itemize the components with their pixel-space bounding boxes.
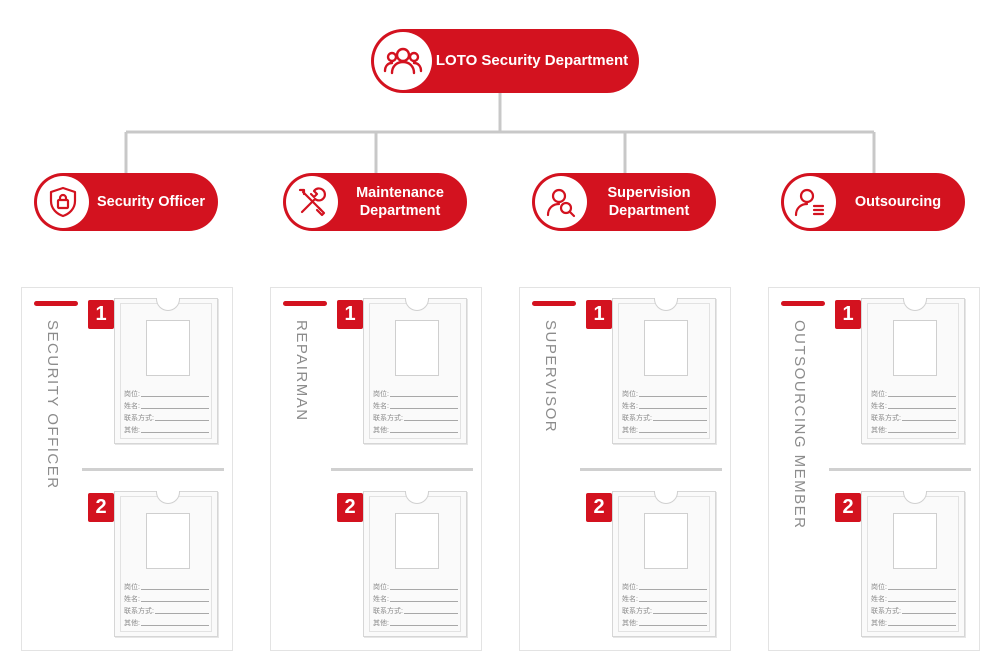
id-card: 岗位: 姓名: 联系方式: 其他: (114, 298, 218, 444)
id-field: 联系方式: (622, 604, 707, 616)
card-accent-bar (34, 301, 78, 306)
card-supervisor: SUPERVISOR 1 岗位: 姓名: 联系方式: 其他: 2 岗位: 姓名: (519, 287, 731, 651)
dept-label-line: Department (359, 203, 441, 219)
id-field: 其他: (871, 423, 956, 435)
id-field: 姓名: (124, 592, 209, 604)
id-field: 姓名: (373, 399, 458, 411)
id-field: 岗位: (622, 387, 707, 399)
id-card: 岗位: 姓名: 联系方式: 其他: (363, 298, 467, 444)
card-divider (82, 468, 224, 471)
id-field: 岗位: (871, 387, 956, 399)
slot-number: 1 (586, 300, 612, 329)
photo-placeholder (644, 320, 688, 376)
card-security-officer: SECURITY OFFICER 1 岗位: 姓名: 联系方式: 其他: 2 岗… (21, 287, 233, 651)
id-field: 岗位: (373, 387, 458, 399)
photo-placeholder (146, 513, 190, 569)
card-divider (580, 468, 722, 471)
card-role-label: SECURITY OFFICER (44, 320, 61, 490)
card-divider (829, 468, 971, 471)
id-card: 岗位: 姓名: 联系方式: 其他: (612, 298, 716, 444)
id-field: 其他: (622, 423, 707, 435)
id-field: 联系方式: (373, 411, 458, 423)
id-field: 联系方式: (373, 604, 458, 616)
wrench-screwdriver-icon (286, 176, 338, 228)
id-field: 联系方式: (124, 411, 209, 423)
dept-node-supervision: Supervision Department (532, 173, 716, 231)
id-slot: 1 岗位: 姓名: 联系方式: 其他: (835, 298, 971, 448)
id-field: 其他: (622, 616, 707, 628)
id-card: 岗位: 姓名: 联系方式: 其他: (612, 491, 716, 637)
id-slot: 2 岗位: 姓名: 联系方式: 其他: (586, 491, 722, 641)
id-field: 联系方式: (871, 411, 956, 423)
id-field: 联系方式: (871, 604, 956, 616)
dept-node-maintenance: Maintenance Department (283, 173, 467, 231)
photo-placeholder (644, 513, 688, 569)
slot-number: 2 (835, 493, 861, 522)
id-card: 岗位: 姓名: 联系方式: 其他: (363, 491, 467, 637)
card-role-label: REPAIRMAN (293, 320, 310, 422)
photo-placeholder (395, 513, 439, 569)
dept-label-line: Supervision (607, 185, 691, 201)
id-field: 联系方式: (622, 411, 707, 423)
id-slot: 1 岗位: 姓名: 联系方式: 其他: (337, 298, 473, 448)
id-field: 其他: (124, 423, 209, 435)
card-role-label: SUPERVISOR (542, 320, 559, 434)
id-field: 姓名: (622, 399, 707, 411)
photo-placeholder (146, 320, 190, 376)
slot-number: 1 (337, 300, 363, 329)
id-field: 岗位: (622, 580, 707, 592)
slot-number: 1 (88, 300, 114, 329)
id-card: 岗位: 姓名: 联系方式: 其他: (861, 298, 965, 444)
dept-label-line: Department (608, 203, 690, 219)
id-slot: 1 岗位: 姓名: 联系方式: 其他: (586, 298, 722, 448)
id-field: 其他: (124, 616, 209, 628)
root-label: LOTO Security Department (435, 52, 629, 69)
id-field: 姓名: (622, 592, 707, 604)
slot-number: 2 (337, 493, 363, 522)
card-repairman: REPAIRMAN 1 岗位: 姓名: 联系方式: 其他: 2 岗位: 姓名: (270, 287, 482, 651)
id-field: 姓名: (871, 592, 956, 604)
id-card: 岗位: 姓名: 联系方式: 其他: (114, 491, 218, 637)
dept-node-security-officer: Security Officer (34, 173, 218, 231)
card-role-label: OUTSOURCING MEMBER (791, 320, 808, 530)
id-field: 其他: (871, 616, 956, 628)
slot-number: 2 (586, 493, 612, 522)
id-field: 岗位: (124, 387, 209, 399)
root-node: LOTO Security Department (371, 29, 639, 93)
slot-number: 1 (835, 300, 861, 329)
user-list-icon (784, 176, 836, 228)
id-field: 其他: (373, 616, 458, 628)
card-outsourcing-member: OUTSOURCING MEMBER 1 岗位: 姓名: 联系方式: 其他: 2… (768, 287, 980, 651)
id-slot: 2 岗位: 姓名: 联系方式: 其他: (835, 491, 971, 641)
photo-placeholder (395, 320, 439, 376)
id-slot: 1 岗位: 姓名: 联系方式: 其他: (88, 298, 224, 448)
dept-label-line: Outsourcing (854, 194, 942, 210)
photo-placeholder (893, 513, 937, 569)
id-field: 姓名: (871, 399, 956, 411)
id-field: 岗位: (871, 580, 956, 592)
id-field: 联系方式: (124, 604, 209, 616)
card-divider (331, 468, 473, 471)
slot-number: 2 (88, 493, 114, 522)
card-accent-bar (781, 301, 825, 306)
dept-label-line: Maintenance (356, 185, 444, 201)
id-slot: 2 岗位: 姓名: 联系方式: 其他: (88, 491, 224, 641)
dept-label-line: Security Officer (97, 194, 205, 210)
id-field: 岗位: (124, 580, 209, 592)
id-card: 岗位: 姓名: 联系方式: 其他: (861, 491, 965, 637)
card-accent-bar (532, 301, 576, 306)
photo-placeholder (893, 320, 937, 376)
dept-node-outsourcing: Outsourcing (781, 173, 965, 231)
id-field: 姓名: (124, 399, 209, 411)
user-search-icon (535, 176, 587, 228)
id-field: 岗位: (373, 580, 458, 592)
card-accent-bar (283, 301, 327, 306)
id-slot: 2 岗位: 姓名: 联系方式: 其他: (337, 491, 473, 641)
id-field: 姓名: (373, 592, 458, 604)
shield-lock-icon (37, 176, 89, 228)
group-users-icon (374, 32, 432, 90)
id-field: 其他: (373, 423, 458, 435)
